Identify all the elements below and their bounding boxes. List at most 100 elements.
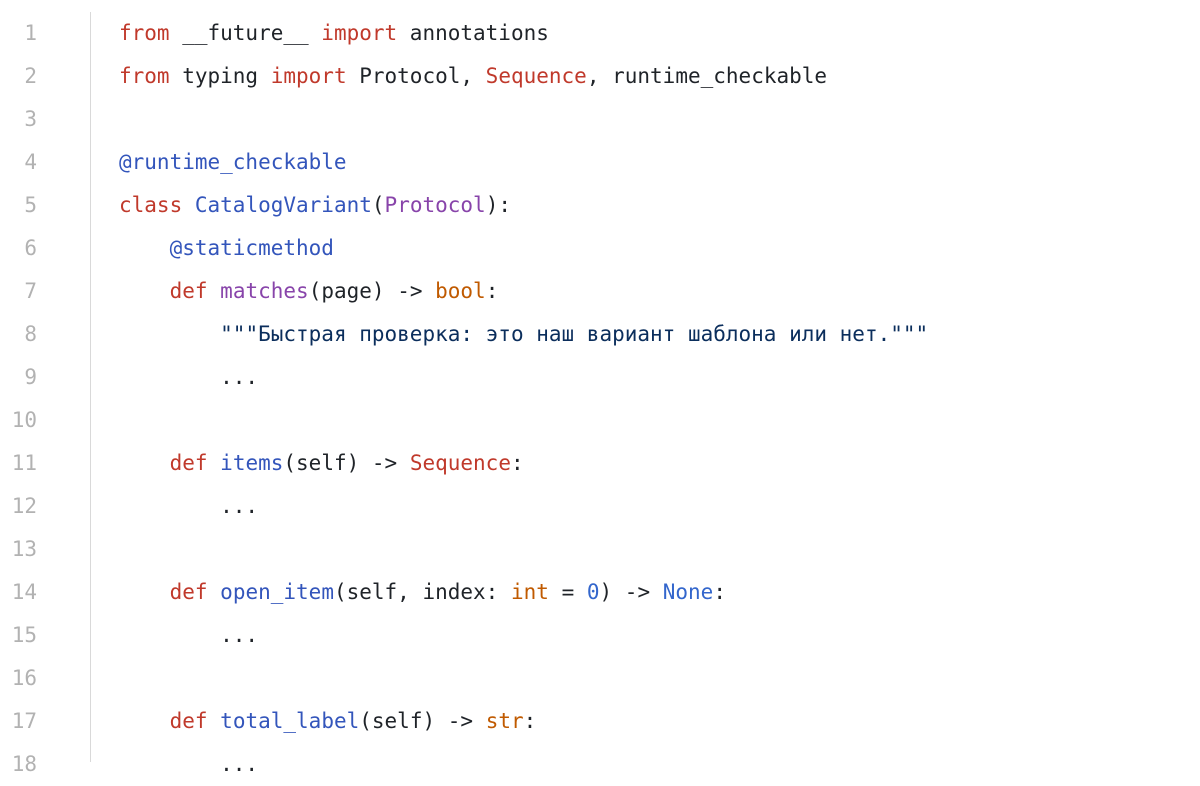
code-token: Sequence — [409, 451, 511, 475]
code-token: (self) -> — [283, 451, 410, 475]
line-source: from typing import Protocol, Sequence, r… — [119, 55, 827, 98]
code-token: class — [119, 193, 183, 217]
line-number: 15 — [11, 623, 37, 647]
code-token: typing — [169, 64, 271, 88]
code-token: items — [220, 451, 284, 475]
line-number: 9 — [24, 365, 37, 389]
code-token: (self, index: — [333, 580, 511, 604]
code-token: total_label — [220, 709, 360, 733]
code-token: annotations — [397, 21, 549, 45]
code-line[interactable]: 10 — [0, 399, 1200, 442]
code-token — [119, 580, 170, 604]
code-token: ... — [119, 752, 259, 776]
code-token — [119, 279, 170, 303]
code-token: __future__ — [169, 21, 322, 45]
line-number: 1 — [24, 21, 37, 45]
code-token: (page) -> — [308, 279, 436, 303]
code-token: matches — [220, 279, 309, 303]
line-number: 12 — [11, 494, 37, 518]
line-number: 6 — [24, 236, 37, 260]
code-line[interactable]: 7 def matches(page) -> bool: — [0, 270, 1200, 313]
line-source: ... — [119, 614, 258, 657]
line-source: from __future__ import annotations — [119, 12, 549, 55]
line-source: @runtime_checkable — [119, 141, 347, 184]
line-source: def items(self) -> Sequence: — [119, 442, 524, 485]
code-token: open_item — [220, 580, 334, 604]
code-token: : — [523, 709, 537, 733]
code-token: str — [485, 709, 524, 733]
line-number: 11 — [11, 451, 37, 475]
line-number: 14 — [11, 580, 37, 604]
code-token: ) -> — [599, 580, 663, 604]
code-token — [208, 709, 221, 733]
code-token: Sequence — [485, 64, 587, 88]
code-token: ... — [119, 623, 259, 647]
code-token: @staticmethod — [169, 236, 334, 260]
line-source: ... — [119, 356, 258, 399]
code-token: @runtime_checkable — [119, 150, 347, 174]
line-number: 5 — [24, 193, 37, 217]
code-token — [208, 451, 221, 475]
code-line[interactable]: 13 — [0, 528, 1200, 571]
code-line[interactable]: 14 def open_item(self, index: int = 0) -… — [0, 571, 1200, 614]
code-line[interactable]: 3 — [0, 98, 1200, 141]
code-token: CatalogVariant — [194, 193, 372, 217]
line-number: 10 — [11, 408, 37, 432]
line-number: 3 — [24, 107, 37, 131]
code-token: : — [510, 451, 524, 475]
code-token — [119, 709, 170, 733]
code-token — [119, 451, 170, 475]
code-token: ... — [119, 494, 259, 518]
code-token — [208, 580, 221, 604]
code-token: def — [169, 451, 208, 475]
code-line[interactable]: 16 — [0, 657, 1200, 700]
code-line[interactable]: 18 ... — [0, 743, 1200, 786]
line-number: 17 — [11, 709, 37, 733]
code-line[interactable]: 12 ... — [0, 485, 1200, 528]
code-line[interactable]: 11 def items(self) -> Sequence: — [0, 442, 1200, 485]
code-token: """Быстрая проверка: это наш вариант шаб… — [220, 322, 929, 346]
code-line[interactable]: 9 ... — [0, 356, 1200, 399]
code-line[interactable]: 1 from __future__ import annotations — [0, 12, 1200, 55]
code-token: int — [510, 580, 549, 604]
line-number: 8 — [24, 322, 37, 346]
line-source: ... — [119, 743, 258, 786]
line-source: def matches(page) -> bool: — [119, 270, 499, 313]
code-token: : — [485, 279, 499, 303]
code-token: (self) -> — [359, 709, 486, 733]
code-token — [119, 322, 220, 346]
code-token: ( — [371, 193, 385, 217]
line-source: def total_label(self) -> str: — [119, 700, 537, 743]
code-token: import — [321, 21, 398, 45]
line-number: 7 — [24, 279, 37, 303]
code-token: Protocol, — [346, 64, 486, 88]
code-token: from — [119, 64, 170, 88]
code-token: ... — [119, 365, 259, 389]
code-token: = — [548, 580, 587, 604]
code-token: bool — [435, 279, 486, 303]
code-token: 0 — [586, 580, 600, 604]
code-token: ): — [485, 193, 511, 217]
line-source: ... — [119, 485, 258, 528]
code-line[interactable]: 8 """Быстрая проверка: это наш вариант ш… — [0, 313, 1200, 356]
code-token — [182, 193, 195, 217]
code-token: , runtime_checkable — [586, 64, 828, 88]
code-line[interactable]: 5 class CatalogVariant(Protocol): — [0, 184, 1200, 227]
code-line[interactable]: 4@runtime_checkable — [0, 141, 1200, 184]
code-line[interactable]: 6 @staticmethod — [0, 227, 1200, 270]
code-line[interactable]: 17 def total_label(self) -> str: — [0, 700, 1200, 743]
line-source: @staticmethod — [119, 227, 334, 270]
code-token — [208, 279, 221, 303]
code-token: Protocol — [384, 193, 486, 217]
gutter-divider — [90, 12, 91, 762]
line-number: 13 — [11, 537, 37, 561]
code-token: None — [662, 580, 714, 604]
code-line[interactable]: 15 ... — [0, 614, 1200, 657]
code-token: import — [270, 64, 347, 88]
code-token — [119, 236, 170, 260]
line-source: def open_item(self, index: int = 0) -> N… — [119, 571, 726, 614]
line-source: class CatalogVariant(Protocol): — [119, 184, 511, 227]
